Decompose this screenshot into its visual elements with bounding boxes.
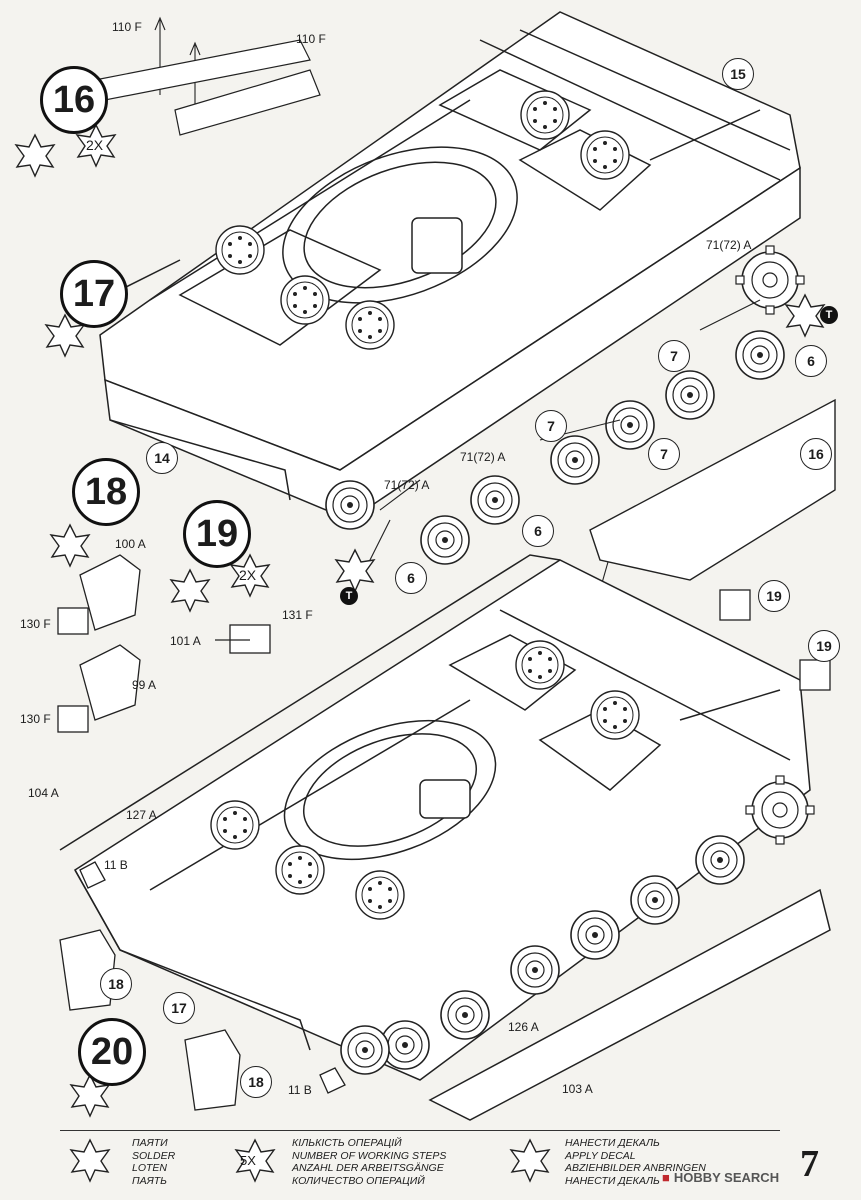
part-label-131f: 131 F [282,608,313,622]
legend-decal-de: ABZIEHBILDER ANBRINGEN [565,1162,706,1174]
step16-solder-star [15,134,55,177]
part-label-11b-a: 11 B [104,858,128,872]
legend-decal-ru: НАНЕСТИ ДЕКАЛЬ [565,1174,660,1187]
step-number-18: 18 [72,458,140,526]
callout-18-a: 18 [100,968,132,1000]
legend-steps-ua: КІЛЬКІСТЬ ОПЕРАЦІЙ [292,1137,402,1149]
solder-marker-right: T [820,306,838,324]
watermark-text: HOBBY SEARCH [673,1170,780,1185]
step-number-20: 20 [78,1018,146,1086]
callout-19-a: 19 [758,580,790,612]
legend-solder-ru: ПАЯТЬ [132,1174,168,1187]
legend-decal: НАНЕСТИ ДЕКАЛЬ APPLY DECAL ABZIEHBILDER … [565,1137,706,1187]
callout-7-b: 7 [535,410,567,442]
part-label-103a: 103 A [562,1082,593,1096]
track-links [94,39,321,136]
step16-multiplier: 2X [86,137,104,153]
part-label-130f-b: 130 F [20,712,51,726]
part-label-110f-a: 110 F [112,20,142,34]
upper-hull-drawing [99,11,801,521]
part-label-99a: 99 A [132,678,157,692]
callout-7-a: 7 [658,340,690,372]
callout-7-c: 7 [648,438,680,470]
callout-6-a: 6 [795,345,827,377]
part-label-110f-b: 110 F [296,32,326,46]
step-number-19: 19 [183,500,251,568]
part-label-130f-a: 130 F [20,617,51,631]
legend: ПАЯТИ SOLDER LOTEN ПАЯТЬ 5X КІЛЬКІСТЬ ОП… [60,1130,780,1193]
callout-6-b: 6 [522,515,554,547]
step-number-17: 17 [60,260,128,328]
page-number: 7 [800,1143,819,1185]
legend-steps-en: NUMBER OF WORKING STEPS [292,1149,447,1162]
callout-6-c: 6 [395,562,427,594]
legend-steps-ru: КОЛИЧЕСТВО ОПЕРАЦИЙ [292,1174,425,1187]
part-label-71-72a-a: 71(72) A [706,238,752,252]
legend-steps-symbol: 5X [240,1153,256,1168]
solder-marker-left: T [340,587,358,605]
watermark-logo-icon: ■ [662,1170,670,1185]
legend-solder: ПАЯТИ SOLDER LOTEN ПАЯТЬ [132,1137,175,1187]
legend-decal-ua: НАНЕСТИ ДЕКАЛЬ [565,1137,660,1149]
step18-solder-star [50,524,90,567]
step19-multiplier: 2X [239,567,257,583]
legend-steps-de: ANZAHL DER ARBEITSGÄNGE [292,1162,444,1174]
lower-hull-drawing [59,554,831,1121]
part-label-101a: 101 A [170,634,201,648]
legend-solder-ua: ПАЯТИ [132,1137,168,1149]
part-label-100a: 100 A [115,537,146,551]
part-label-71-72a-b: 71(72) A [460,450,506,464]
callout-16: 16 [800,438,832,470]
part-label-126a: 126 A [508,1020,539,1034]
part-label-71-72a-c: 71(72) A [384,478,430,492]
callout-19-b: 19 [808,630,840,662]
watermark: ■ HOBBY SEARCH [662,1170,779,1185]
callout-15: 15 [722,58,754,90]
mudguard-strip [589,398,836,581]
part-label-104a: 104 A [28,786,59,800]
legend-decal-en: APPLY DECAL [565,1149,636,1162]
callout-14: 14 [146,442,178,474]
callout-17: 17 [163,992,195,1024]
part-label-127a: 127 A [126,808,157,822]
legend-solder-en: SOLDER [132,1149,176,1162]
part-label-11b-b: 11 B [288,1083,312,1097]
legend-solder-de: LOTEN [132,1162,168,1174]
step-number-16: 16 [40,66,108,134]
legend-steps: КІЛЬКІСТЬ ОПЕРАЦІЙ NUMBER OF WORKING STE… [292,1137,446,1187]
step19-solder-star [170,569,210,612]
callout-18-b: 18 [240,1066,272,1098]
